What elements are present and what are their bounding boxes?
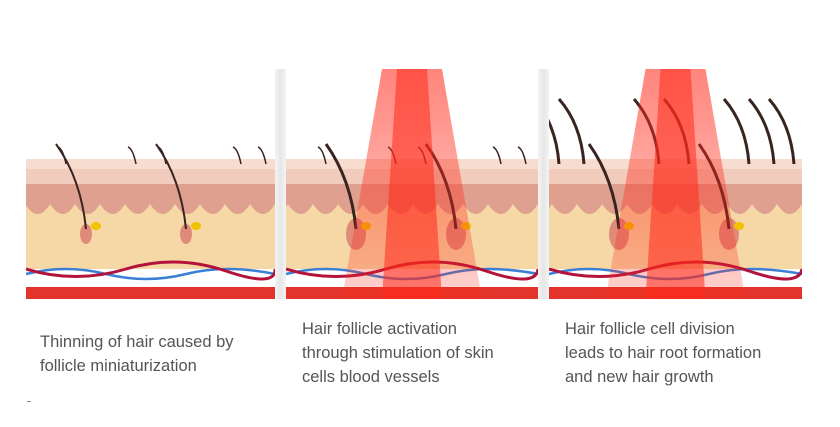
hair-strand [492, 146, 502, 165]
base-layer [26, 287, 275, 299]
hair-follicle [80, 224, 92, 244]
caption-line: and new hair growth [565, 368, 714, 386]
caption-line: leads to hair root formation [565, 344, 762, 362]
panel-divider [538, 69, 549, 299]
caption-panel-3: Hair follicle cell division leads to hai… [565, 317, 761, 389]
caption-line: Hair follicle activation [302, 320, 457, 338]
hair-strand [324, 143, 358, 230]
red-light-beam-core [645, 69, 706, 299]
hair-follicle [180, 224, 192, 244]
hair-strand [747, 98, 776, 165]
panel-2-illustration [286, 69, 538, 299]
caption-line: Thinning of hair caused by [40, 333, 234, 351]
sebaceous-gland [734, 222, 744, 230]
dermis-layer [26, 184, 275, 214]
skin-surface [26, 159, 275, 169]
hair-strand [55, 143, 87, 230]
sebaceous-gland [191, 222, 201, 230]
hair-strand [722, 98, 751, 165]
tick-mark [27, 401, 31, 402]
hair-strand [557, 98, 586, 165]
hair-strand [57, 146, 67, 165]
hair-strand [127, 146, 137, 165]
hair-strand [587, 143, 621, 230]
hair-strand [155, 143, 187, 230]
caption-line: through stimulation of skin [302, 344, 494, 362]
caption-line: cells blood vessels [302, 368, 440, 386]
blood-vessel-red [26, 260, 275, 281]
hair-strand [767, 98, 796, 165]
panel-divider [275, 69, 286, 299]
panel-3-illustration [549, 69, 802, 299]
red-light-beam-core [382, 69, 442, 299]
sebaceous-gland [91, 222, 101, 230]
caption-panel-1: Thinning of hair caused by follicle mini… [40, 330, 234, 378]
caption-line: follicle miniaturization [40, 357, 197, 375]
hair-strand [157, 146, 167, 165]
caption-line: Hair follicle cell division [565, 320, 735, 338]
blood-vessel-blue [26, 267, 275, 281]
hair-strand [517, 146, 527, 165]
hair-strand [232, 146, 242, 165]
panel-1-illustration [26, 143, 275, 299]
hair-strand [549, 118, 561, 165]
caption-panel-2: Hair follicle activation through stimula… [302, 317, 494, 389]
hair-strand [257, 146, 267, 165]
hair-strand [317, 146, 327, 165]
